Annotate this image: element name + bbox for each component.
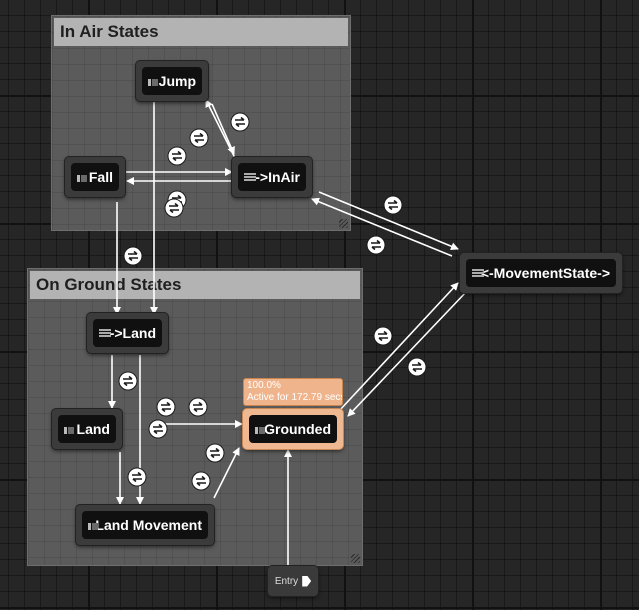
grounded-active-duration: Active for 172.79 secs (247, 392, 343, 403)
entry-node[interactable]: Entry (268, 566, 318, 596)
group-title-on-ground[interactable]: On Ground States (30, 271, 360, 299)
state-land-movement[interactable]: Land Movement (76, 505, 214, 545)
state-machine-icon (64, 424, 74, 434)
wire-inair-to-jump[interactable] (205, 99, 237, 161)
state-machine-icon (255, 424, 266, 434)
entry-play-icon[interactable] (302, 575, 312, 587)
group-in-air-states[interactable]: In Air States (51, 15, 351, 231)
wire-land-movement-to-grounded[interactable] (213, 447, 240, 499)
transition-rule-icon[interactable] (148, 419, 168, 439)
transition-rule-icon[interactable] (127, 467, 147, 487)
conduit-icon (244, 172, 257, 182)
resize-grip-on-ground[interactable] (351, 554, 360, 563)
state-machine-icon (148, 76, 158, 86)
transition-rule-icon[interactable] (156, 397, 176, 417)
transition-rule-icon[interactable] (189, 128, 209, 148)
state-fall[interactable]: Fall (65, 157, 125, 197)
group-title-in-air[interactable]: In Air States (54, 18, 348, 46)
state-machine-icon (88, 520, 100, 530)
grounded-active-percent: 100.0% (247, 380, 281, 391)
state-label-in-air: ->InAir (255, 169, 300, 185)
state-machine-icon (77, 172, 87, 182)
transition-rule-icon[interactable] (407, 357, 427, 377)
state-label-land-movement: Land Movement (95, 517, 202, 533)
state-label-grounded: Grounded (264, 421, 331, 437)
transition-rule-icon[interactable] (191, 471, 211, 491)
wire-movement-to-grounded[interactable] (347, 289, 469, 417)
transition-rule-icon[interactable] (164, 198, 184, 218)
wire-inair-to-movement[interactable] (318, 191, 459, 251)
transition-rule-icon[interactable] (366, 235, 386, 255)
wire-grounded-to-movement[interactable] (338, 282, 459, 412)
grounded-active-info: 100.0% Active for 172.79 secs (243, 378, 343, 406)
state-jump[interactable]: Jump (136, 61, 208, 101)
transition-rule-icon[interactable] (123, 246, 143, 266)
resize-grip-in-air[interactable] (339, 219, 348, 228)
state-label-land-conduit: ->Land (109, 325, 156, 341)
transition-rule-icon[interactable] (188, 397, 208, 417)
state-label-jump: Jump (158, 73, 196, 89)
conduit-land[interactable]: ->Land (87, 313, 168, 353)
transition-rule-icon[interactable] (373, 326, 393, 346)
state-label-fall: Fall (88, 169, 113, 185)
conduit-in-air[interactable]: ->InAir (232, 157, 312, 197)
state-label-land: Land (76, 421, 110, 437)
wire-jump-to-inair[interactable] (211, 103, 235, 155)
wire-movement-to-inair[interactable] (311, 197, 453, 257)
state-land[interactable]: Land (52, 409, 122, 449)
entry-label: Entry (274, 575, 299, 587)
state-label-movement-state: <-MovementState-> (480, 265, 610, 281)
transition-rule-icon[interactable] (167, 146, 187, 166)
transition-rule-icon[interactable] (383, 195, 403, 215)
transition-rule-icon[interactable] (205, 443, 225, 463)
transition-rule-icon[interactable] (230, 112, 250, 132)
transition-rule-icon[interactable] (118, 371, 138, 391)
state-grounded[interactable]: Grounded (243, 409, 343, 449)
conduit-icon (472, 268, 484, 278)
conduit-icon (99, 328, 111, 338)
state-movement-state[interactable]: <-MovementState-> (460, 253, 622, 293)
